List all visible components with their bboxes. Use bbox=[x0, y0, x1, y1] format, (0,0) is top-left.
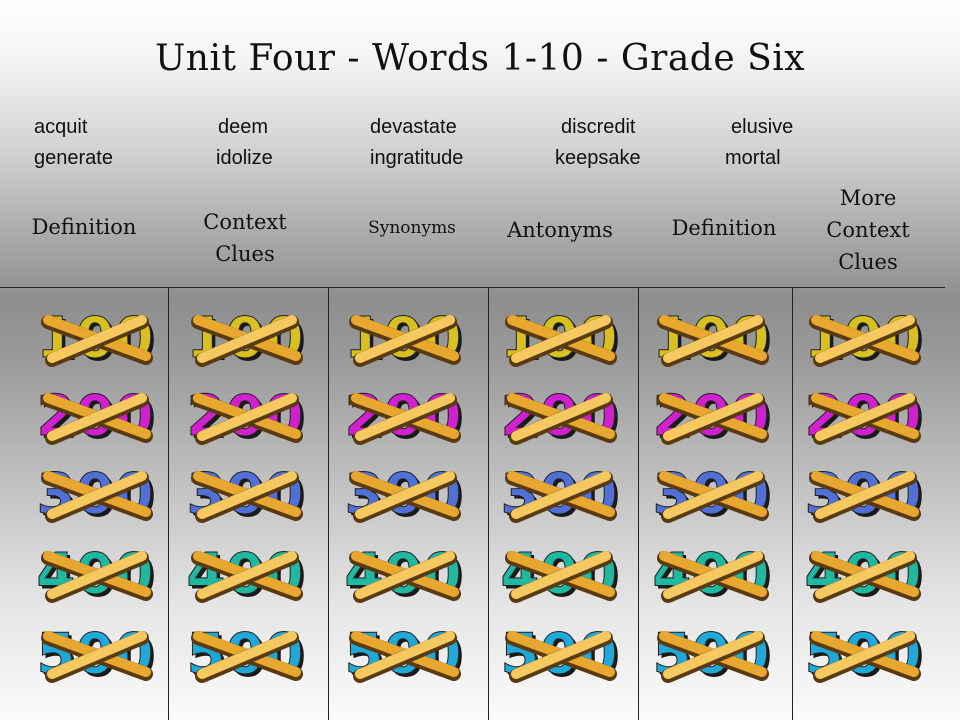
point-tile[interactable]: 100100 bbox=[500, 308, 620, 370]
answered-x-mark-icon bbox=[41, 631, 153, 683]
answered-x-mark-icon bbox=[349, 471, 461, 523]
point-tile[interactable]: 400400 bbox=[652, 544, 772, 606]
point-tile[interactable]: 300300 bbox=[804, 464, 924, 526]
point-tile[interactable]: 300300 bbox=[36, 464, 156, 526]
point-tile[interactable]: 300300 bbox=[652, 464, 772, 526]
vocab-word: elusive bbox=[731, 116, 794, 138]
point-tile[interactable]: 300300 bbox=[344, 464, 464, 526]
page-title: Unit Four - Words 1-10 - Grade Six bbox=[154, 38, 806, 79]
point-tile[interactable]: 200200 bbox=[36, 386, 156, 448]
answered-x-mark-icon bbox=[41, 551, 153, 603]
point-tile[interactable]: 200200 bbox=[804, 386, 924, 448]
vocab-column-5: elusive mortal bbox=[725, 112, 875, 174]
answered-x-mark-icon bbox=[505, 551, 617, 603]
vocab-word: keepsake bbox=[555, 147, 641, 169]
point-tile[interactable]: 300300 bbox=[500, 464, 620, 526]
point-tile[interactable]: 100100 bbox=[186, 308, 306, 370]
answered-x-mark-icon bbox=[191, 551, 303, 603]
answered-x-mark-icon bbox=[657, 315, 769, 367]
answered-x-mark-icon bbox=[809, 551, 921, 603]
vocab-word: generate bbox=[34, 147, 113, 169]
answered-x-mark-icon bbox=[657, 551, 769, 603]
answered-x-mark-icon bbox=[349, 551, 461, 603]
point-tile[interactable]: 500500 bbox=[36, 624, 156, 686]
point-tile[interactable]: 100100 bbox=[36, 308, 156, 370]
board-divider-horizontal bbox=[0, 287, 945, 288]
category-label: Context bbox=[826, 218, 910, 242]
point-tile[interactable]: 200200 bbox=[186, 386, 306, 448]
point-tile[interactable]: 500500 bbox=[652, 624, 772, 686]
answered-x-mark-icon bbox=[191, 315, 303, 367]
answered-x-mark-icon bbox=[809, 393, 921, 445]
answered-x-mark-icon bbox=[809, 631, 921, 683]
point-tile[interactable]: 400400 bbox=[186, 544, 306, 606]
column-divider bbox=[488, 288, 489, 720]
category-header-4: Antonyms bbox=[495, 214, 625, 246]
answered-x-mark-icon bbox=[191, 471, 303, 523]
point-tile[interactable]: 100100 bbox=[652, 308, 772, 370]
column-divider bbox=[328, 288, 329, 720]
answered-x-mark-icon bbox=[809, 315, 921, 367]
answered-x-mark-icon bbox=[41, 315, 153, 367]
column-divider bbox=[638, 288, 639, 720]
answered-x-mark-icon bbox=[657, 631, 769, 683]
vocab-word: ingratitude bbox=[370, 147, 464, 169]
answered-x-mark-icon bbox=[505, 315, 617, 367]
answered-x-mark-icon bbox=[349, 631, 461, 683]
category-header-6: More Context Clues bbox=[808, 182, 928, 278]
point-tile[interactable]: 500500 bbox=[500, 624, 620, 686]
vocab-word: devastate bbox=[370, 116, 457, 138]
point-tile[interactable]: 400400 bbox=[500, 544, 620, 606]
point-tile[interactable]: 500500 bbox=[344, 624, 464, 686]
category-header-3: Synonyms bbox=[350, 212, 474, 244]
answered-x-mark-icon bbox=[657, 471, 769, 523]
category-label: Synonyms bbox=[368, 218, 456, 238]
category-label: More bbox=[839, 186, 897, 210]
point-tile[interactable]: 400400 bbox=[804, 544, 924, 606]
answered-x-mark-icon bbox=[505, 631, 617, 683]
point-tile[interactable]: 200200 bbox=[652, 386, 772, 448]
category-label: Antonyms bbox=[507, 218, 613, 242]
vocab-word: acquit bbox=[34, 116, 88, 138]
vocab-word: discredit bbox=[561, 116, 636, 138]
category-label: Context bbox=[203, 210, 287, 234]
answered-x-mark-icon bbox=[349, 315, 461, 367]
vocab-word: deem bbox=[218, 116, 269, 138]
category-label: Clues bbox=[838, 250, 898, 274]
point-tile[interactable]: 500500 bbox=[186, 624, 306, 686]
point-tile[interactable]: 400400 bbox=[344, 544, 464, 606]
point-tile[interactable]: 400400 bbox=[36, 544, 156, 606]
answered-x-mark-icon bbox=[657, 393, 769, 445]
answered-x-mark-icon bbox=[505, 393, 617, 445]
answered-x-mark-icon bbox=[191, 631, 303, 683]
answered-x-mark-icon bbox=[41, 393, 153, 445]
answered-x-mark-icon bbox=[41, 471, 153, 523]
point-tile[interactable]: 500500 bbox=[804, 624, 924, 686]
answered-x-mark-icon bbox=[349, 393, 461, 445]
vocab-column-2: deem idolize bbox=[216, 112, 366, 174]
column-divider bbox=[792, 288, 793, 720]
point-tile[interactable]: 200200 bbox=[344, 386, 464, 448]
point-tile[interactable]: 100100 bbox=[344, 308, 464, 370]
answered-x-mark-icon bbox=[191, 393, 303, 445]
vocab-column-3: devastate ingratitude bbox=[370, 112, 520, 174]
answered-x-mark-icon bbox=[505, 471, 617, 523]
category-label: Clues bbox=[215, 242, 275, 266]
point-tile[interactable]: 200200 bbox=[500, 386, 620, 448]
vocab-column-1: acquit generate bbox=[34, 112, 184, 174]
category-label: Definition bbox=[671, 216, 777, 240]
point-tile[interactable]: 300300 bbox=[186, 464, 306, 526]
point-tile[interactable]: 100100 bbox=[804, 308, 924, 370]
column-divider bbox=[168, 288, 169, 720]
category-header-5: Definition bbox=[658, 212, 790, 244]
answered-x-mark-icon bbox=[809, 471, 921, 523]
category-header-2: Context Clues bbox=[180, 206, 310, 270]
category-label: Definition bbox=[31, 215, 137, 239]
vocab-column-4: discredit keepsake bbox=[555, 112, 705, 174]
vocab-word: mortal bbox=[725, 147, 781, 169]
vocab-word: idolize bbox=[216, 147, 273, 169]
category-header-1: Definition bbox=[18, 211, 150, 243]
